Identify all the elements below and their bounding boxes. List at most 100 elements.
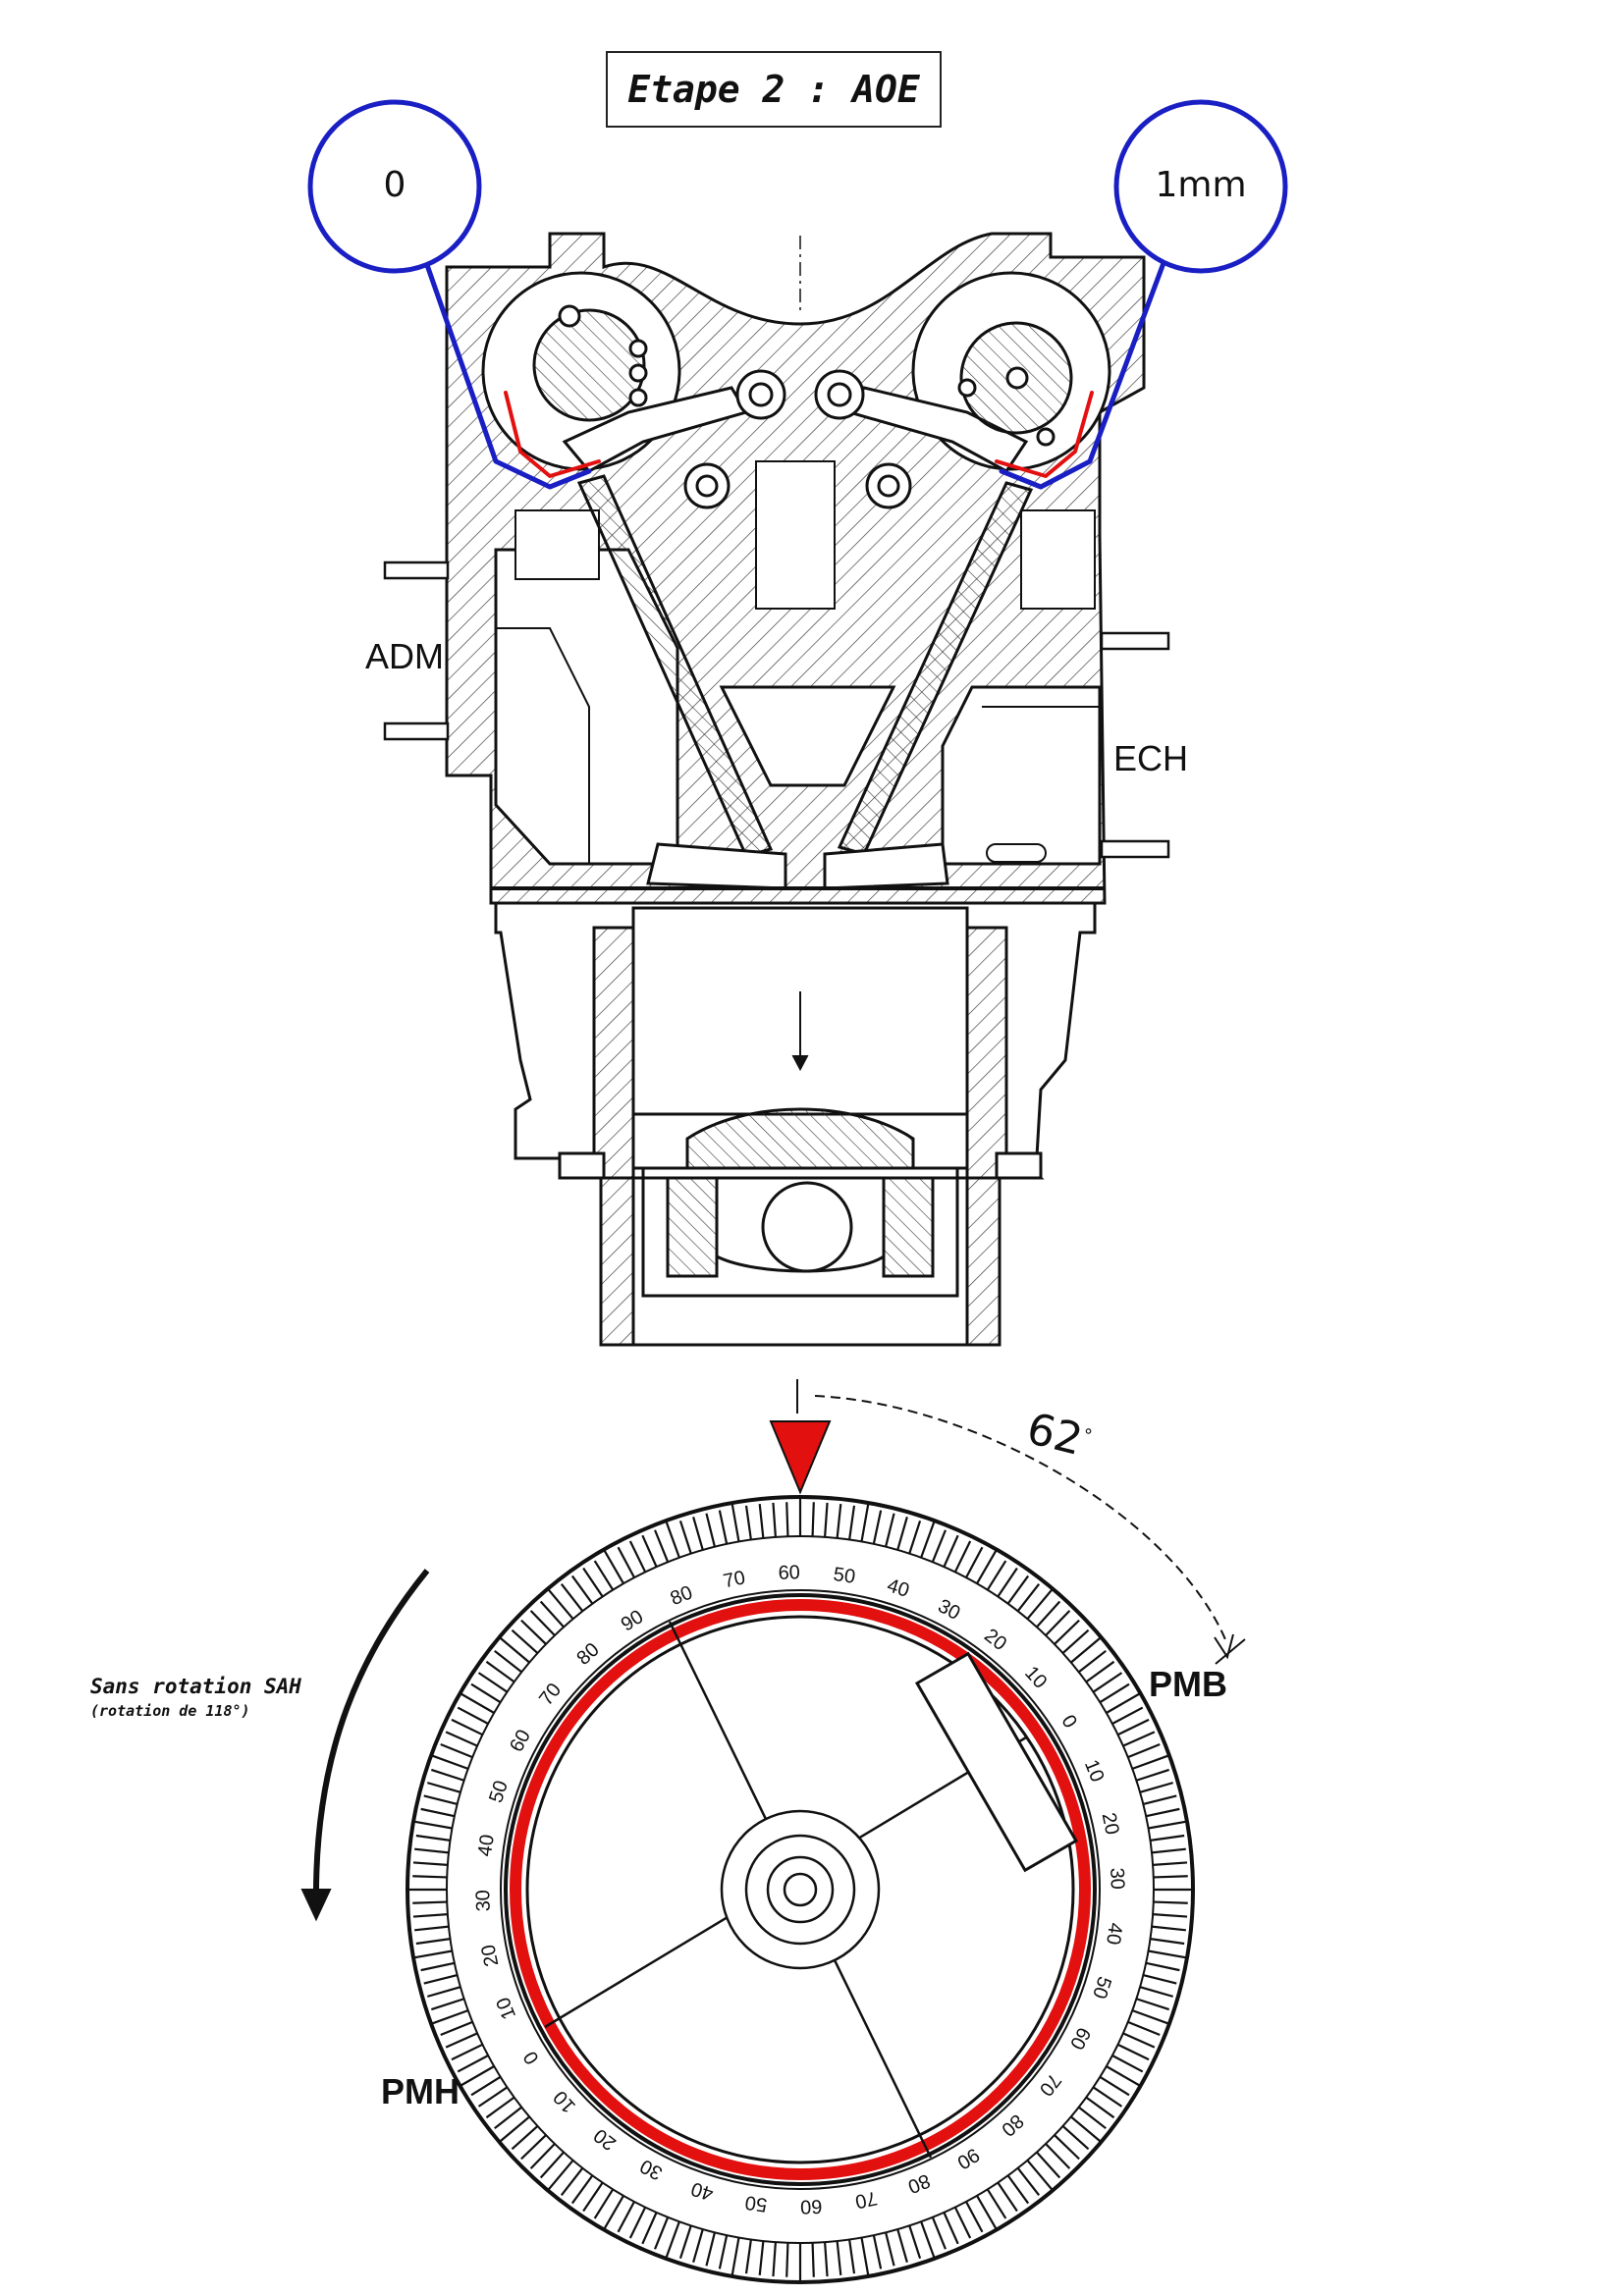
degree-tick [415, 1834, 451, 1842]
degree-tick [617, 2201, 635, 2233]
degree-tick [860, 2237, 870, 2277]
degree-tick [570, 2174, 594, 2205]
degree-tick [445, 1731, 478, 1747]
degree-tick [785, 1502, 789, 1537]
degree-tick [617, 1546, 635, 1578]
degree-tick [678, 2225, 692, 2260]
degree-tick [603, 2195, 624, 2230]
degree-tick [692, 1516, 704, 1551]
degree-tick [654, 1529, 670, 1563]
degree-tick [665, 1520, 680, 1559]
degree-tick [412, 1875, 448, 1879]
gauge-callouts [307, 99, 1288, 490]
degree-tick [931, 2216, 947, 2250]
degree-tick [460, 2065, 495, 2087]
degree-tick [811, 2242, 815, 2277]
degree-tick [1139, 1986, 1174, 1998]
degree-tick [997, 1567, 1018, 1598]
degree-tick [1036, 2151, 1061, 2179]
degree-tick [718, 1510, 729, 1545]
degree-tick [498, 2115, 530, 2143]
degree-tick [440, 1743, 473, 1759]
degree-tick [744, 2239, 752, 2274]
degree-tick [477, 2086, 509, 2108]
degree-tick [511, 1629, 539, 1654]
left-gauge-leader [424, 262, 592, 490]
degree-tick [1085, 1660, 1115, 1683]
degree-tick [570, 1575, 594, 1605]
degree-tick [1150, 1834, 1185, 1842]
degree-tick [872, 1510, 883, 1545]
degree-label: 70 [853, 2187, 879, 2213]
degree-tick [1106, 2065, 1141, 2087]
degree-label: 50 [744, 2191, 769, 2216]
cylinder-head [383, 232, 1170, 905]
degree-tick [920, 1520, 936, 1559]
degree-tick [965, 1546, 984, 1578]
degree-tick [547, 1587, 574, 1620]
degree-tick [628, 2207, 647, 2239]
degree-label: 30 [472, 1890, 495, 1912]
degree-tick [1092, 2086, 1123, 2108]
degree-tick [860, 1502, 870, 1542]
degree-label: 20 [1098, 1811, 1123, 1837]
right-gauge-circle [1113, 99, 1288, 274]
degree-tick [485, 2096, 515, 2119]
degree-tick [1061, 1629, 1090, 1654]
degree-tick [885, 1513, 895, 1547]
degree-label: 40 [1102, 1921, 1126, 1946]
angle-arc [814, 1395, 1246, 1665]
degree-tick [1099, 2075, 1130, 2097]
degree-tick [430, 2009, 469, 2025]
degree-tick [426, 1782, 461, 1793]
degree-tick [1136, 1768, 1170, 1782]
degree-tick [1111, 1706, 1144, 1725]
degree-tick [758, 2240, 765, 2275]
degree-tick [1153, 1875, 1188, 1879]
degree-tick [976, 2195, 998, 2230]
degree-tick [539, 2151, 565, 2179]
degree-tick [430, 1998, 464, 2011]
degree-tick [470, 1682, 502, 1704]
degree-tick [1153, 1900, 1188, 1904]
degree-tick [494, 1649, 522, 1674]
degree-tick [1148, 1820, 1188, 1830]
degree-tick [1122, 1731, 1156, 1747]
degree-tick [1145, 1807, 1180, 1818]
page-title: Etape 2 : AOE [606, 51, 942, 128]
degree-label: 40 [474, 1834, 499, 1858]
degree-label: 30 [1106, 1867, 1128, 1890]
degree-tick [420, 1961, 456, 1972]
degree-tick [457, 1706, 489, 1725]
degree-tick [414, 1847, 450, 1854]
degree-tick [705, 1513, 716, 1547]
degree-tick [440, 2020, 473, 2036]
degree-tick [445, 2032, 478, 2049]
degree-tick [1078, 1649, 1107, 1674]
degree-tick [811, 1502, 815, 1537]
degree-tick [547, 2160, 574, 2192]
rotation-subnote: (rotation de 118°) [90, 1702, 250, 1720]
degree-tick [1127, 2020, 1161, 2036]
degree-tick [997, 2181, 1018, 2213]
degree-tick [1016, 2167, 1041, 2196]
degree-label: 60 [778, 1562, 800, 1584]
degree-tick [412, 1900, 448, 1904]
degree-tick [529, 2143, 556, 2169]
degree-tick [470, 2075, 502, 2097]
degree-tick [539, 1600, 565, 1629]
degree-tick [896, 2228, 908, 2264]
degree-tick [705, 2232, 716, 2267]
degree-tick [1092, 1672, 1123, 1693]
degree-tick [931, 1529, 947, 1563]
degree-tick [908, 1520, 922, 1554]
degree-label: 50 [832, 1564, 856, 1588]
degree-tick [415, 1938, 451, 1946]
degree-tick [1153, 1913, 1188, 1918]
degree-tick [848, 2239, 856, 2274]
degree-tick [896, 1516, 908, 1551]
right-gauge-leader [999, 260, 1166, 490]
degree-tick [1127, 1743, 1161, 1759]
